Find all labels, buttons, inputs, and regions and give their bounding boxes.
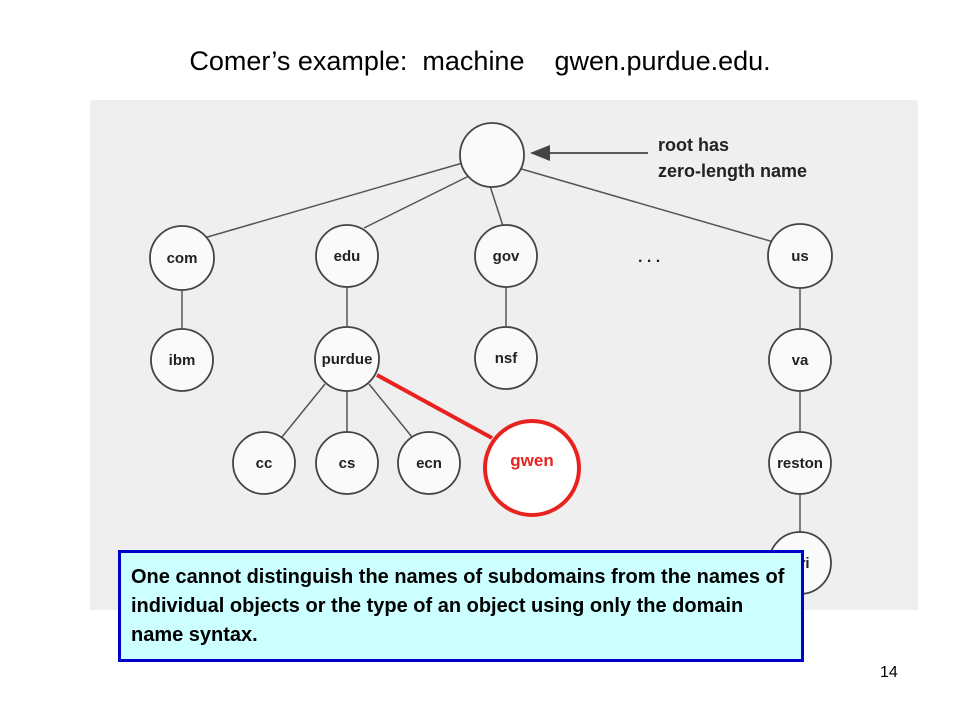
node-ibm	[150, 328, 214, 392]
node-gov	[474, 224, 538, 288]
node-cc	[232, 431, 296, 495]
gwen-highlight	[376, 373, 581, 517]
node-root	[459, 122, 525, 188]
label-ibm: ibm	[169, 352, 196, 369]
root-note-line2: zero-length name	[658, 161, 807, 181]
node-purdue	[314, 326, 380, 392]
label-com: com	[167, 250, 198, 267]
edge-purdue-gwen	[376, 373, 493, 440]
label-gwen: gwen	[510, 451, 553, 470]
label-ecn: ecn	[416, 455, 442, 472]
edge-root-edu	[363, 173, 474, 229]
edge-purdue-cc	[281, 383, 326, 438]
root-arrow	[530, 145, 648, 161]
label-us: us	[791, 248, 809, 265]
node-us	[767, 223, 833, 289]
slide-title: Comer’s example: machine gwen.purdue.edu…	[189, 46, 771, 76]
edge-root-us	[517, 167, 778, 244]
node-ecn	[397, 431, 461, 495]
label-reston: reston	[777, 455, 823, 472]
node-com	[149, 225, 215, 291]
edge-root-com	[203, 161, 467, 239]
label-edu: edu	[334, 248, 361, 265]
label-cs: cs	[339, 455, 356, 472]
label-gov: gov	[493, 248, 520, 265]
tree-edges	[181, 161, 801, 532]
node-reston	[768, 431, 832, 495]
label-nsf: nsf	[495, 350, 519, 367]
arrow-head-icon	[530, 145, 550, 161]
edge-purdue-ecn	[368, 383, 413, 438]
node-edu	[315, 224, 379, 288]
callout-box: One cannot distinguish the names of subd…	[118, 550, 804, 662]
root-note-line1: root has	[658, 135, 729, 155]
node-nsf	[474, 326, 538, 390]
node-va	[768, 328, 832, 392]
label-cc: cc	[256, 455, 273, 472]
label-va: va	[792, 352, 809, 369]
label-purdue: purdue	[322, 351, 373, 368]
ellipsis: . . .	[638, 249, 660, 266]
node-cs	[315, 431, 379, 495]
node-gwen	[483, 419, 581, 517]
edge-root-gov	[489, 185, 504, 227]
page-number: 14	[880, 664, 898, 681]
